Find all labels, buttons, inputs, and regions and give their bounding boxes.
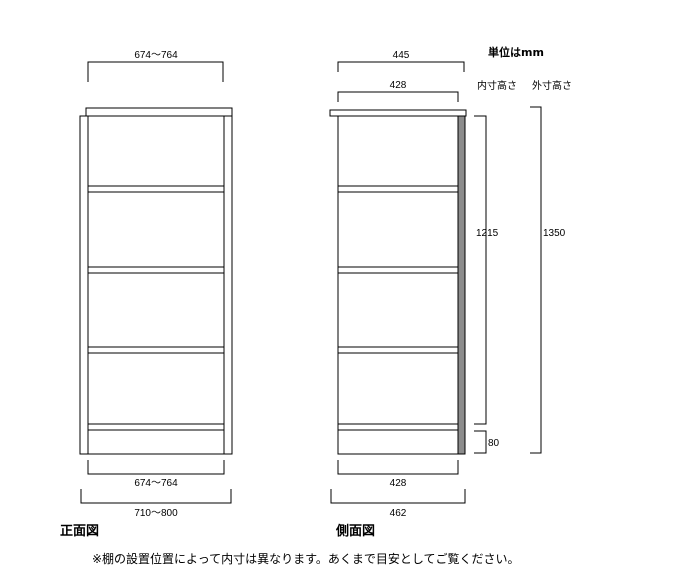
front-top-board	[85, 107, 233, 117]
front-right-side-panel	[223, 115, 233, 455]
front-bottom-shelf	[87, 423, 225, 431]
side-shelf-depth-top-bracket	[337, 91, 459, 102]
side-plinth-height-label: 80	[488, 438, 500, 449]
front-shelf-2	[87, 266, 225, 274]
outer-height-header: 外寸高さ	[532, 79, 572, 92]
side-back-panel	[457, 115, 466, 455]
side-shelf-depth-top-label: 428	[390, 80, 407, 91]
unit-label: 単位はmm	[488, 45, 544, 59]
inner-height-header: 内寸高さ	[477, 79, 517, 92]
side-outer-height-label: 1350	[543, 228, 566, 239]
side-outer-depth-bracket	[330, 489, 466, 504]
front-left-side-panel	[79, 115, 89, 455]
side-shelf-1	[337, 185, 459, 193]
side-view: 445 428 1215 80 1350 428 462 側面図	[329, 50, 566, 539]
front-shelf-3	[87, 346, 225, 354]
front-view: 674〜764 674〜764 710〜800 正面図	[60, 50, 233, 539]
front-top-width-label: 674〜764	[134, 50, 178, 61]
front-shelf-1	[87, 185, 225, 193]
side-top-depth-label: 445	[393, 50, 410, 61]
front-inner-dimension-bracket	[87, 460, 225, 475]
side-top-board	[329, 109, 467, 117]
side-plinth	[337, 429, 459, 455]
front-outer-width-label: 710〜800	[134, 508, 178, 519]
front-plinth	[87, 429, 225, 455]
side-shelf-depth-bottom-bracket	[337, 460, 459, 475]
side-bottom-shelf	[337, 423, 459, 431]
footnote: ※棚の設置位置によって内寸は異なります。あくまで目安としてご覧ください。	[92, 551, 520, 566]
side-panel	[337, 115, 459, 455]
side-plinth-height-bracket	[474, 430, 487, 454]
side-outer-height-bracket	[530, 106, 542, 454]
front-outer-dimension-bracket	[80, 489, 232, 504]
front-top-dimension-bracket	[87, 61, 224, 82]
front-inner-width-label: 674〜764	[134, 478, 178, 489]
front-view-caption: 正面図	[60, 524, 99, 539]
side-inner-height-bracket	[474, 115, 487, 425]
side-top-depth-bracket	[337, 61, 465, 72]
side-shelf-2	[337, 266, 459, 274]
side-shelf-depth-bottom-label: 428	[390, 478, 407, 489]
side-view-caption: 側面図	[335, 523, 375, 539]
side-outer-depth-label: 462	[390, 508, 407, 519]
side-inner-height-label: 1215	[476, 228, 499, 239]
side-shelf-3	[337, 346, 459, 354]
